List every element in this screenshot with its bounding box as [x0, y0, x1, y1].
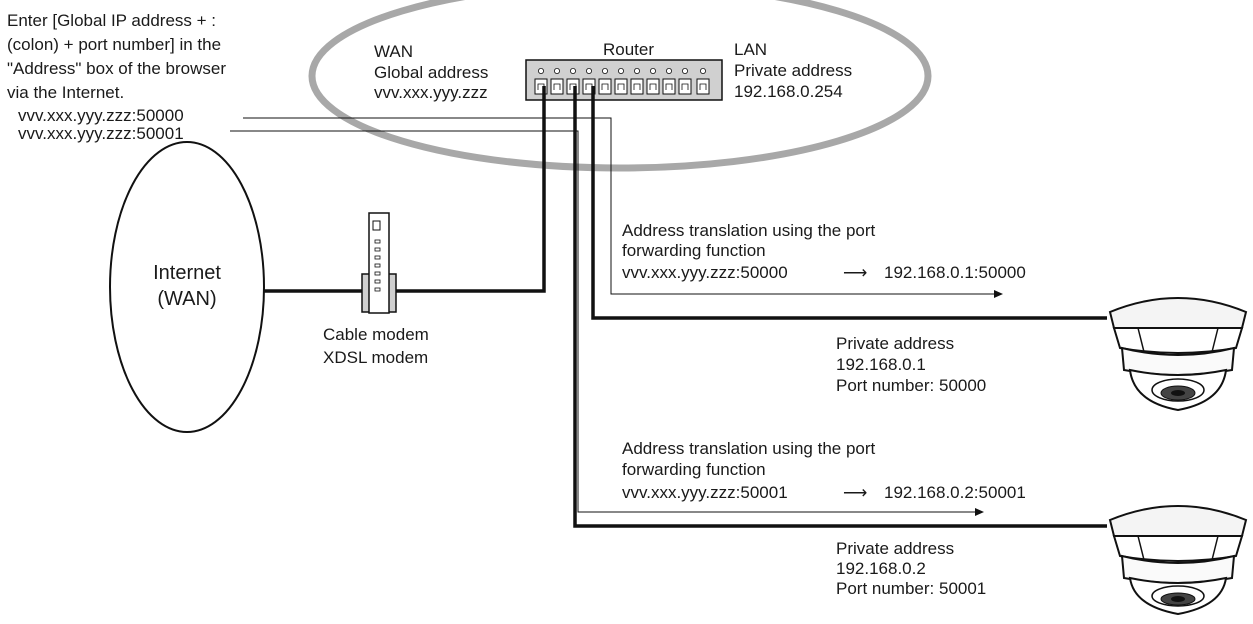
translation-2-line-1: Address translation using the port	[622, 439, 875, 459]
translation-1-from: vvv.xxx.yyy.zzz:50000	[622, 263, 788, 283]
lan-address: 192.168.0.254	[734, 82, 843, 102]
translation-2-line-2: forwarding function	[622, 460, 766, 480]
translation-2-to: 192.168.0.2:50001	[884, 483, 1026, 503]
translation-2-arrow-icon: ⟶	[843, 483, 867, 503]
wan-address: vvv.xxx.yyy.zzz	[374, 83, 488, 103]
url-label-1: vvv.xxx.yyy.zzz:50000	[18, 106, 184, 126]
modem-label-line-1: Cable modem	[323, 325, 429, 345]
translation-1-line-2: forwarding function	[622, 241, 766, 261]
translation-1-to: 192.168.0.1:50000	[884, 263, 1026, 283]
router-label: Router	[603, 40, 654, 60]
dome-camera-icon-1	[1110, 298, 1246, 410]
lan-title: LAN	[734, 40, 767, 60]
url-label-2: vvv.xxx.yyy.zzz:50001	[18, 124, 184, 144]
instruction-line-1: Enter [Global IP address + :	[7, 11, 216, 31]
router-icon	[526, 60, 722, 100]
camera-1-line-2: 192.168.0.1	[836, 355, 926, 375]
instruction-line-3: "Address" box of the browser	[7, 59, 226, 79]
instruction-line-2: (colon) + port number] in the	[7, 35, 221, 55]
translation-2-from: vvv.xxx.yyy.zzz:50001	[622, 483, 788, 503]
wan-cable	[264, 90, 544, 291]
lan-subtitle: Private address	[734, 61, 852, 81]
wan-subtitle: Global address	[374, 63, 488, 83]
camera-1-line-3: Port number: 50000	[836, 376, 986, 396]
camera-2-line-1: Private address	[836, 539, 954, 559]
instruction-line-4: via the Internet.	[7, 83, 124, 103]
camera-2-line-2: 192.168.0.2	[836, 559, 926, 579]
wan-title: WAN	[374, 42, 413, 62]
modem-icon	[362, 213, 396, 313]
internet-ellipse	[110, 142, 264, 432]
dome-camera-icon-2	[1110, 506, 1246, 614]
lan-cable-camera-1	[593, 90, 1107, 318]
camera-1-line-1: Private address	[836, 334, 954, 354]
camera-2-line-3: Port number: 50001	[836, 579, 986, 599]
internet-label-line-1: Internet	[130, 262, 244, 284]
modem-label-line-2: XDSL modem	[323, 348, 428, 368]
translation-1-line-1: Address translation using the port	[622, 221, 875, 241]
internet-label-line-2: (WAN)	[130, 288, 244, 310]
translation-1-arrow-icon: ⟶	[843, 263, 867, 283]
